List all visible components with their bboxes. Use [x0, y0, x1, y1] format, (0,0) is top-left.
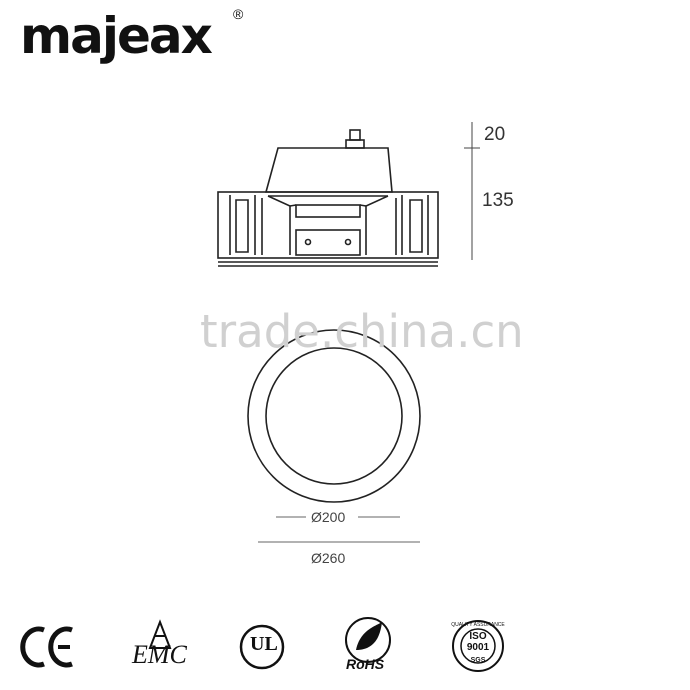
ul-mark-icon	[239, 624, 285, 670]
registered-mark: ®	[233, 6, 244, 22]
watermark: trade.china.cn	[200, 305, 524, 358]
rohs-mark-icon	[345, 617, 391, 663]
iso-top-label: QUALITY ASSURANCE	[451, 622, 505, 628]
ul-label: UL	[250, 633, 278, 655]
dimension-inner-diameter: Ø200	[311, 509, 346, 525]
dimension-top-height: 20	[484, 124, 506, 145]
ce-label: CE	[22, 624, 78, 668]
dimension-outer-diameter: Ø260	[311, 550, 346, 566]
iso-mark-icon	[452, 620, 504, 672]
rohs-label: RoHS	[346, 656, 385, 672]
ce-mark-icon	[20, 626, 73, 668]
iso-number-label: 9001	[466, 642, 490, 653]
iso-sgs-label: SGS	[470, 657, 486, 664]
emc-mark-icon	[148, 619, 172, 649]
iso-label: ISO	[469, 631, 487, 642]
emc-label: EMC	[132, 640, 187, 669]
dimension-body-height: 135	[482, 190, 514, 211]
brand-logo: majeax	[20, 7, 213, 65]
